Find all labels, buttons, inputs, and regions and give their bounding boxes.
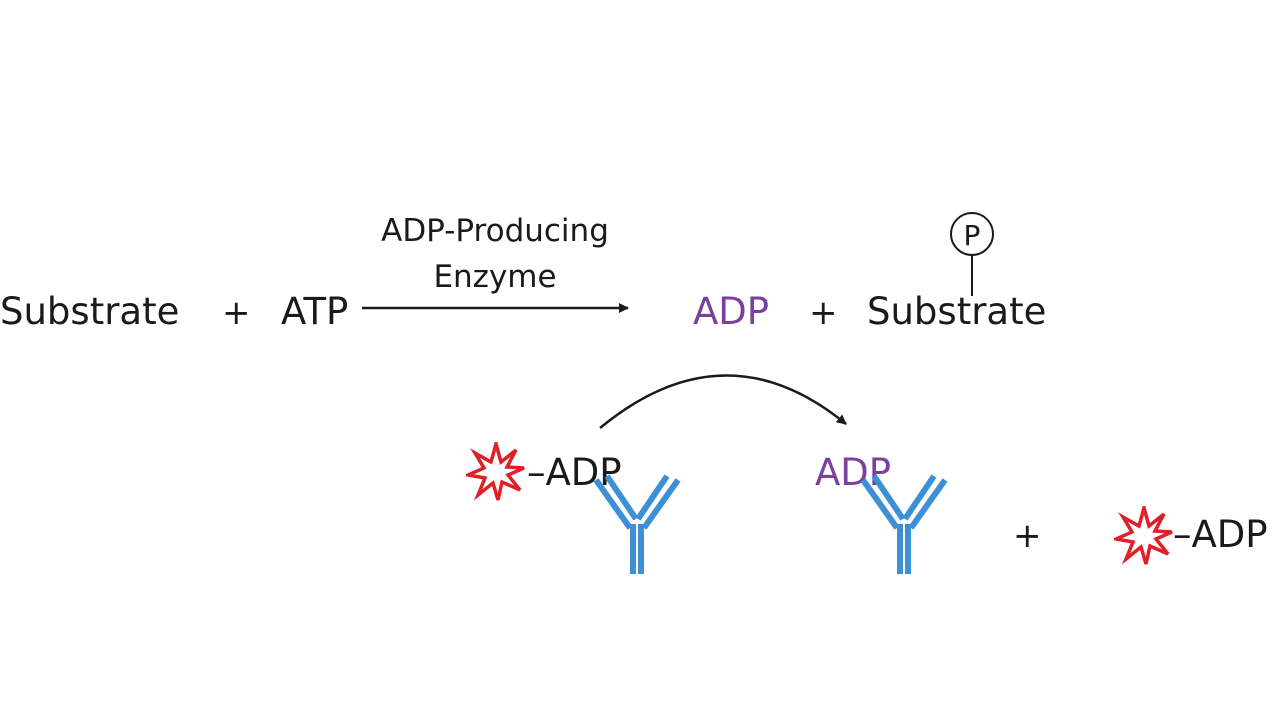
enzyme-label-line1: ADP-Producing	[381, 213, 609, 249]
plus-sign-2: +	[809, 293, 838, 333]
enzyme-label-line2: Enzyme	[433, 259, 556, 295]
plus-sign: +	[222, 293, 251, 333]
tracer-adp-label: –ADP	[527, 451, 622, 494]
substrate-label: Substrate	[0, 290, 179, 333]
plus-sign-3: +	[1013, 516, 1042, 556]
released-tracer-label: –ADP	[1173, 513, 1268, 556]
adp-product-label: ADP	[693, 290, 769, 333]
starburst-icon-2	[1114, 506, 1174, 566]
phosphate-circle-icon: P	[950, 212, 994, 296]
displacement-arrow	[599, 374, 847, 429]
atp-label: ATP	[281, 290, 348, 333]
starburst-icon	[466, 442, 526, 502]
phosphate-letter: P	[964, 219, 981, 252]
phospho-substrate-label: Substrate	[867, 290, 1046, 333]
